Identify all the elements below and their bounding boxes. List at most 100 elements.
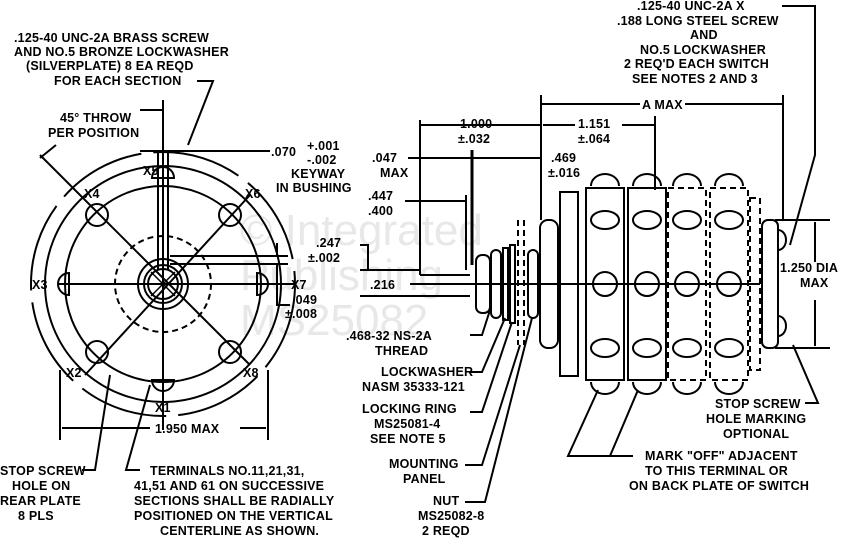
mark-off-label-2: TO THIS TERMINAL OR bbox=[645, 464, 788, 478]
svg-text:SECTIONS SHALL BE RADIALLY: SECTIONS SHALL BE RADIALLY bbox=[134, 494, 335, 508]
svg-text:AND: AND bbox=[690, 28, 718, 42]
panel-label-2: PANEL bbox=[403, 472, 446, 486]
dim-216-value: .216 bbox=[370, 278, 395, 292]
stop-marking-label-2: HOLE MARKING bbox=[706, 412, 806, 426]
stop-screw-top bbox=[777, 229, 787, 251]
keyway-text-1: KEYWAY bbox=[291, 167, 346, 181]
leader-steel-screw bbox=[782, 5, 816, 246]
section-4-optional bbox=[709, 173, 749, 395]
keyway-tol-minus: -.002 bbox=[307, 153, 337, 167]
dim-469-value: .469 bbox=[551, 151, 576, 165]
svg-text:FOR EACH SECTION: FOR EACH SECTION bbox=[54, 74, 182, 88]
width-dim-value: 1.950 MAX bbox=[155, 422, 220, 436]
rear-plate-optional bbox=[749, 197, 761, 371]
terminal-label-x7: X7 bbox=[291, 278, 307, 292]
thread-label-2: THREAD bbox=[375, 344, 428, 358]
terminal-label-x2: X2 bbox=[66, 366, 82, 380]
svg-text:SEE NOTES 2 AND 3: SEE NOTES 2 AND 3 bbox=[632, 72, 758, 86]
svg-text:2 REQ'D EACH SWITCH: 2 REQ'D EACH SWITCH bbox=[624, 57, 769, 71]
diag-line-1 bbox=[39, 154, 251, 366]
throw-leader bbox=[39, 144, 57, 159]
watermark-line-3: MS25082 bbox=[240, 296, 428, 345]
side-view: 1.000 ±.032 A MAX 1.151 ±.064 .047 MAX .… bbox=[308, 0, 838, 538]
rear-plate bbox=[761, 219, 779, 349]
section-1 bbox=[585, 173, 625, 395]
mark-off-label-3: ON BACK PLATE OF SWITCH bbox=[629, 479, 809, 493]
dia-value: 1.250 DIA bbox=[780, 261, 838, 275]
leader-lockwasher bbox=[470, 317, 506, 373]
dim-1151-tol: ±.064 bbox=[578, 132, 610, 146]
svg-text:8 PLS: 8 PLS bbox=[18, 509, 54, 523]
nut-part: MS25082-8 bbox=[418, 509, 484, 523]
watermark: © Integrated Publishing MS25082 bbox=[240, 206, 483, 345]
dim-amax-value: A MAX bbox=[642, 98, 683, 112]
leader-panel bbox=[465, 344, 521, 466]
dim-047-max: MAX bbox=[380, 166, 409, 180]
dim-247-leader bbox=[360, 244, 369, 270]
throw-label-2: PER POSITION bbox=[48, 126, 139, 140]
lockwasher-label-2: NASM 35333-121 bbox=[362, 380, 465, 394]
svg-text:STOP SCREW: STOP SCREW bbox=[0, 464, 86, 478]
lockwasher bbox=[502, 247, 509, 321]
note-terminals: TERMINALS NO.11,21,31, 41,51 AND 61 ON S… bbox=[134, 464, 335, 538]
terminal-label-x4: X4 bbox=[84, 187, 100, 201]
svg-text:HOLE ON: HOLE ON bbox=[12, 479, 70, 493]
dim-1000-value: 1.000 bbox=[460, 117, 492, 131]
terminal-label-x8: X8 bbox=[243, 366, 259, 380]
keyway-value: .070 bbox=[271, 145, 296, 159]
section-3-optional bbox=[667, 173, 707, 395]
lug-x5 bbox=[150, 166, 176, 179]
nut-qty: 2 REQD bbox=[422, 524, 470, 538]
dim-1000-tol: ±.032 bbox=[458, 132, 490, 146]
panel-label-1: MOUNTING bbox=[389, 457, 459, 471]
section-2 bbox=[627, 173, 667, 395]
leader-brass-screw bbox=[187, 80, 215, 146]
stop-marking-label-1: STOP SCREW bbox=[715, 397, 801, 411]
dim-047-value: .047 bbox=[372, 151, 397, 165]
lug-x4 bbox=[85, 203, 109, 227]
lockwasher-label-1: LOCKWASHER bbox=[381, 365, 473, 379]
leader-terminals bbox=[124, 384, 151, 471]
keyway-tol-plus: +.001 bbox=[307, 139, 340, 153]
svg-text:.125-40 UNC-2A BRASS SCREW: .125-40 UNC-2A BRASS SCREW bbox=[14, 31, 209, 45]
svg-text:NO.5 LOCKWASHER: NO.5 LOCKWASHER bbox=[640, 43, 766, 57]
dim-049-tol: ±.008 bbox=[285, 307, 317, 321]
svg-text:(SILVERPLATE) 8 EA REQD: (SILVERPLATE) 8 EA REQD bbox=[26, 59, 194, 73]
dim-247-value: .247 bbox=[316, 236, 341, 250]
note-stop-screw: STOP SCREW HOLE ON REAR PLATE 8 PLS bbox=[0, 464, 86, 523]
dim-1151-value: 1.151 bbox=[578, 117, 610, 131]
nut-2 bbox=[527, 249, 539, 319]
front-view: X5 X4 X6 X3 X7 X2 X8 X1 .125-40 UNC-2A B… bbox=[0, 31, 351, 538]
locking-ring-label-3: SEE NOTE 5 bbox=[370, 432, 446, 446]
note-brass-screw: .125-40 UNC-2A BRASS SCREW AND NO.5 BRON… bbox=[14, 31, 229, 146]
lug-x8 bbox=[218, 340, 242, 364]
dia-max: MAX bbox=[800, 276, 829, 290]
leader-mark-off-1 bbox=[566, 389, 633, 457]
terminal-label-x1: X1 bbox=[155, 401, 171, 415]
mark-off-label-1: MARK "OFF" ADJACENT bbox=[645, 449, 798, 463]
lug-x6 bbox=[218, 203, 242, 227]
dim-049-value: .049 bbox=[292, 293, 317, 307]
terminal-lugs bbox=[57, 166, 269, 392]
watermark-line-2: Publishing bbox=[240, 251, 443, 300]
lug-x2 bbox=[85, 340, 109, 364]
terminal-label-x3: X3 bbox=[32, 278, 48, 292]
svg-text:.188 LONG STEEL SCREW: .188 LONG STEEL SCREW bbox=[617, 14, 779, 28]
svg-text:CENTERLINE AS SHOWN.: CENTERLINE AS SHOWN. bbox=[160, 524, 319, 538]
leader-thread bbox=[470, 309, 491, 336]
leader-stop-screw bbox=[82, 374, 111, 471]
dim-447-min: .400 bbox=[368, 204, 393, 218]
leader-mark-off-2 bbox=[609, 389, 639, 457]
terminal-label-x6: X6 bbox=[245, 187, 261, 201]
leader-locking-ring bbox=[470, 321, 513, 413]
locking-ring-label-2: MS25081-4 bbox=[374, 417, 440, 431]
front-plate bbox=[539, 219, 559, 349]
plate-2 bbox=[559, 191, 579, 377]
lug-x3 bbox=[57, 271, 70, 297]
thread-label-1: .468-32 NS-2A bbox=[346, 329, 432, 343]
stop-screw-bottom bbox=[777, 315, 787, 337]
locking-ring-label-1: LOCKING RING bbox=[362, 402, 457, 416]
stop-marking-label-3: OPTIONAL bbox=[723, 427, 789, 441]
diag-line-2 bbox=[84, 194, 251, 376]
